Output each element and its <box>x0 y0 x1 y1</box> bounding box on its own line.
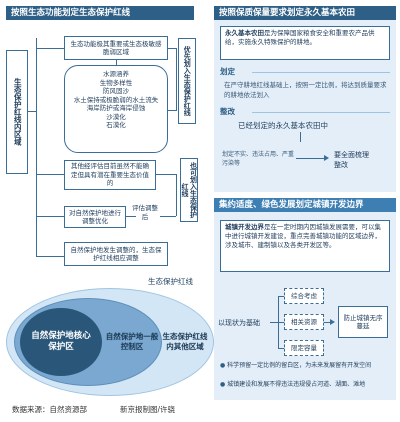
urban-bullet-1-text: 科学预留一定比例的留白区，为未来发展留有开发空间 <box>227 362 372 369</box>
footer-credit: 新京报制图/许骁 <box>120 405 176 414</box>
priority-redline-label: 优先划入生态保护红线 <box>183 46 192 116</box>
priority-redline-box: 优先划入生态保护红线 <box>178 38 196 124</box>
function-item-rocky: 石漠化 <box>106 121 126 129</box>
branch-c-connector <box>36 216 64 217</box>
box-ecological-important: 生态功能极其重要或生态极敏感脆弱区域 <box>64 36 168 60</box>
consider-item-3-text: 限定容量 <box>291 343 317 352</box>
function-item-coast: 海岸防护或海岸侵蚀 <box>86 104 146 112</box>
consider-item-1: 综合考虑 <box>284 288 324 304</box>
urban-header-text: 集约适度、绿色发展划定城镇开发边界 <box>219 200 364 210</box>
general-zone-label: 自然保护地一般控制区 <box>105 332 159 351</box>
urban-bullet-2-text: 城镇建设和发展不得违法违规侵占河道、湖面、滩地 <box>227 381 366 388</box>
consider-item-1-text: 综合考虑 <box>291 291 317 300</box>
rectify-arrow-head <box>324 155 329 161</box>
left-section-header: 按照生态功能划定生态保护红线 <box>6 6 194 20</box>
box-potential-value-text: 其他经评估目前虽然不能确定但具有潜在重要生态价值的 <box>71 162 149 188</box>
designate-rule <box>252 72 390 73</box>
farmland-definition-box: 永久基本农田是为保障国家粮食安全和重要农产品供给，实施永久特殊保护的耕地。 <box>220 26 390 60</box>
urban-definition-term: 城镇开发边界 <box>225 223 264 231</box>
urban-bullet-2: ● 城镇建设和发展不得违法违规侵占河道、湖面、滩地 <box>220 381 366 388</box>
rectify-condition: 划定不实、违法占用、严重污染等 <box>222 151 295 167</box>
prevent-sprawl-box: 防止城镇无序蔓延 <box>338 306 388 338</box>
adjust-label-wrap: 评估调整后 <box>130 204 160 222</box>
designate-label: 划定 <box>220 67 235 76</box>
branch-d-connector <box>36 256 64 257</box>
box-adjust-protected: 对自然保护地进行调整优化 <box>64 206 126 228</box>
consider-branch-1 <box>278 296 284 297</box>
redline-region-root-label: 生态保护红线内区域 <box>13 78 23 146</box>
function-item-soil: 水土保持或极脆弱的水土流失 <box>73 95 159 104</box>
basis-label: 以现状为基础 <box>218 319 260 327</box>
consider-item-2: 相关资源 <box>284 314 324 330</box>
prevent-connector <box>324 322 332 323</box>
may-redline-box: 也可划入生态保护红线 <box>180 158 198 222</box>
core-zone-ellipse: 自然保护地核心保护区 <box>20 308 102 376</box>
may-connector-top <box>156 174 176 175</box>
rectify-result: 要全面梳理整改 <box>334 151 369 169</box>
consider-item-2-text: 相关资源 <box>291 317 317 326</box>
may-connector-mid <box>160 216 176 217</box>
footer-source: 数据来源：自然资源部 <box>12 405 87 414</box>
rectify-arrow-line <box>296 158 326 159</box>
rectify-connector-down <box>300 132 301 142</box>
rectify-rule <box>252 112 390 113</box>
designate-text: 在严守耕地红线基础上，按照一定比例，将达到质量要求的耕地依法划入 <box>224 81 387 99</box>
farmland-header-text: 按照保质保量要求划定永久基本农田 <box>219 8 356 18</box>
function-item-desert: 沙漠化 <box>106 112 126 121</box>
priority-connector-vert <box>176 48 177 111</box>
general-zone-label-wrap: 自然保护地一般控制区 <box>104 322 160 362</box>
root-connector <box>28 111 36 112</box>
function-item-water: 水源涵养 <box>103 70 129 78</box>
branch-a-connector <box>36 48 64 49</box>
redline-region-root-box: 生态保护红线内区域 <box>6 50 28 174</box>
redline-ellipse-label: 生态保护红线 <box>148 277 193 286</box>
consider-branch-2 <box>278 322 284 323</box>
prevent-sprawl-text: 防止城镇无序蔓延 <box>343 313 383 331</box>
other-zone-label-wrap: 生态保护红线内其他区域 <box>162 320 208 364</box>
may-redline-label: 也可划入生态保护红线 <box>181 162 198 218</box>
rectify-label: 整改 <box>220 107 235 116</box>
branch-trunk <box>36 38 37 256</box>
box-ecological-important-text: 生态功能极其重要或生态极敏感脆弱区域 <box>70 39 162 57</box>
urban-bullet-1: ● 科学预留一定比例的留白区，为未来发展留有开发空间 <box>220 362 372 369</box>
urban-header: 集约适度、绿色发展划定城镇开发边界 <box>214 198 396 212</box>
functions-connector <box>116 60 117 65</box>
farmland-header: 按照保质保量要求划定永久基本农田 <box>214 6 396 20</box>
farmland-definition-text: 是为保障国家粮食安全和重要农产品供给，实施永久特殊保护的耕地。 <box>225 29 375 46</box>
box-potential-value: 其他经评估目前虽然不能确定但具有潜在重要生态价值的 <box>64 160 156 190</box>
adjust-connector <box>126 216 136 217</box>
basis-connector <box>270 322 278 323</box>
box-protected-change-text: 自然保护地发生调整的，生态保护红线相应调整 <box>70 245 162 263</box>
farmland-definition-term: 永久基本农田 <box>225 29 264 37</box>
consider-item-3: 限定容量 <box>284 340 324 356</box>
may-connector-vert <box>176 174 177 216</box>
left-header-text: 按照生态功能划定生态保护红线 <box>11 8 131 18</box>
priority-connector-top <box>168 48 176 49</box>
urban-definition-text: 是在一定时期内因城镇发展需要，可以集中进行城镇开发建设，重点完善城镇功能的区域边… <box>225 223 381 249</box>
rectify-text: 已经划定的永久基本农田中 <box>238 121 328 130</box>
priority-connector-mid <box>168 110 176 111</box>
adjust-label: 评估调整后 <box>132 204 158 221</box>
functions-list-box: 水源涵养 生物多样性 防风固沙 水土保持或极脆弱的水土流失 海岸防护或海岸侵蚀 … <box>64 65 168 153</box>
function-item-windbreak: 防风固沙 <box>103 87 129 95</box>
box-adjust-protected-text: 对自然保护地进行调整优化 <box>69 208 121 226</box>
function-item-biodiversity: 生物多样性 <box>99 78 133 87</box>
other-zone-label: 生态保护红线内其他区域 <box>162 332 208 351</box>
prevent-arrow-head <box>330 319 335 325</box>
box-protected-change: 自然保护地发生调整的，生态保护红线相应调整 <box>64 242 168 266</box>
branch-b-connector <box>36 174 64 175</box>
urban-definition-box: 城镇开发边界是在一定时期内因城镇发展需要，可以集中进行城镇开发建设，重点完善城镇… <box>220 220 390 272</box>
consider-branch-3 <box>278 348 284 349</box>
core-zone-label: 自然保护地核心保护区 <box>31 331 91 352</box>
